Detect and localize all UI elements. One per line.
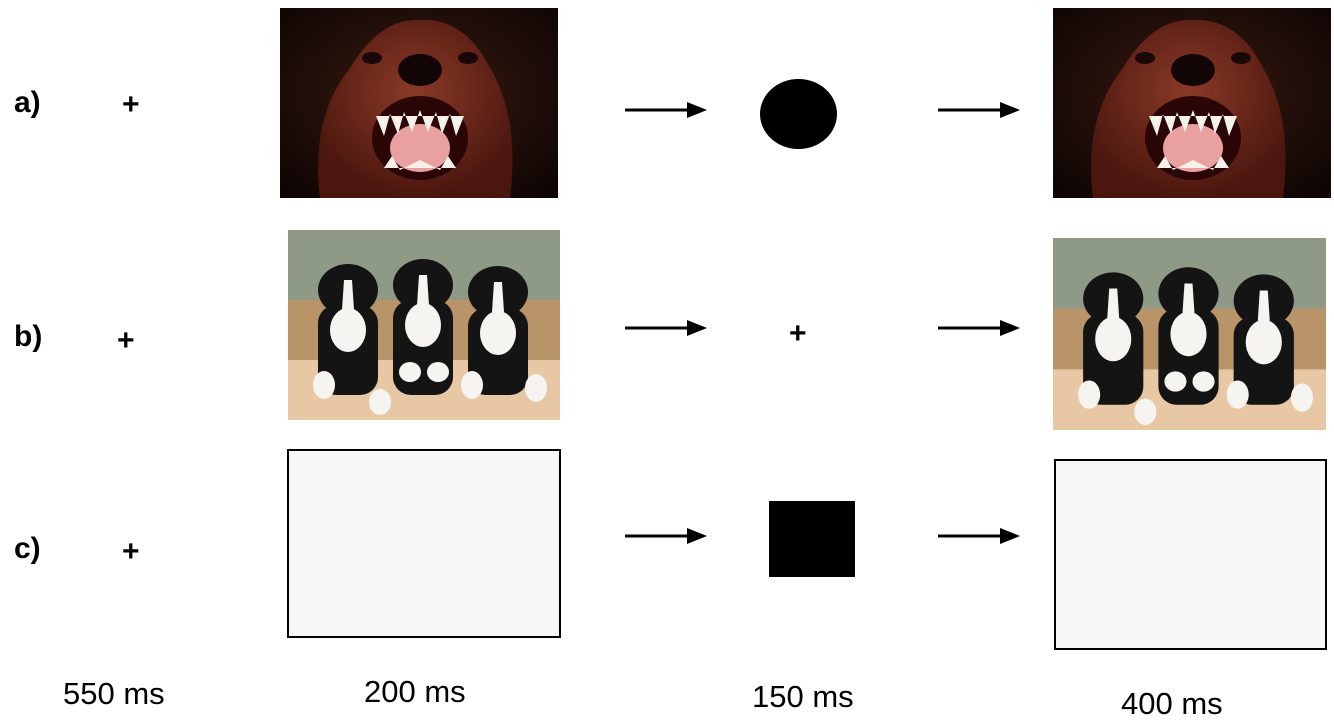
- timing-label-target: 400 ms: [1121, 686, 1223, 721]
- row-label-b: b): [14, 320, 43, 353]
- arrow-a1: [625, 100, 707, 120]
- timing-label-stimulus: 200 ms: [364, 674, 466, 709]
- arrow-a2: [938, 100, 1020, 120]
- arrow-c1: [625, 526, 707, 546]
- square-cue: [769, 501, 855, 577]
- angry-dog-photo-stimulus: [280, 8, 558, 198]
- fixation-cross-a: +: [122, 88, 140, 121]
- timing-label-fixation: 550 ms: [63, 676, 165, 711]
- arrow-b1: [625, 318, 707, 338]
- fixation-cross-b: +: [117, 324, 135, 357]
- row-label-c: c): [14, 532, 41, 565]
- arrow-c2: [938, 526, 1020, 546]
- arrow-b2: [938, 318, 1020, 338]
- fixation-cross-c: +: [122, 535, 140, 568]
- fixation-cross-cue: +: [789, 317, 807, 350]
- blank-frame-stimulus: [287, 449, 561, 638]
- puppies-photo-stimulus: [288, 230, 560, 420]
- puppies-photo-target: [1053, 238, 1326, 430]
- timing-label-cue: 150 ms: [752, 679, 854, 714]
- blank-frame-target: [1054, 459, 1327, 650]
- row-label-a: a): [14, 86, 41, 119]
- circle-cue: [760, 79, 837, 149]
- angry-dog-photo-target: [1053, 8, 1331, 198]
